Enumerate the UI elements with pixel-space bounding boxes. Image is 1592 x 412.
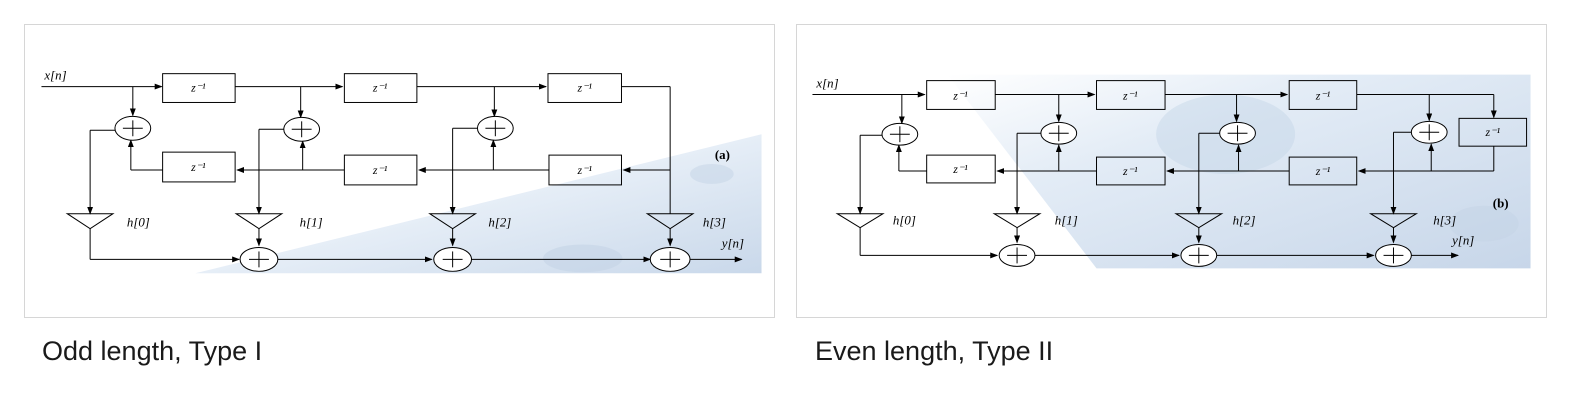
delay-box xyxy=(547,73,622,103)
coefficient-label: h[0] xyxy=(893,213,916,228)
coefficient-label: h[0] xyxy=(127,215,150,230)
caption-odd-length: Odd length, Type I xyxy=(42,336,263,366)
adder xyxy=(1219,121,1256,145)
delay-label: z⁻¹ xyxy=(1485,125,1501,139)
delay-label: z⁻¹ xyxy=(952,88,968,102)
multiplier-h1 xyxy=(992,213,1042,229)
adder xyxy=(283,116,321,142)
diagram-panel-a: z⁻¹ z⁻¹ z⁻¹ z⁻¹ z⁻¹ z⁻¹ x[n] y[n] (a) h[… xyxy=(24,24,775,318)
delay-box xyxy=(162,151,236,183)
fir-diagram-type-i: z⁻¹ z⁻¹ z⁻¹ z⁻¹ z⁻¹ z⁻¹ x[n] y[n] (a) h[… xyxy=(41,68,762,274)
multiplier-h2 xyxy=(1174,213,1224,229)
delay-label: z⁻¹ xyxy=(952,162,968,176)
delay-label: z⁻¹ xyxy=(1315,88,1331,102)
delay-label: z⁻¹ xyxy=(372,81,388,95)
adder xyxy=(114,115,152,141)
adder xyxy=(1180,244,1218,267)
delay-box xyxy=(926,154,996,184)
delay-box xyxy=(1096,80,1166,110)
multiplier-h2 xyxy=(428,213,478,230)
delay-label: z⁻¹ xyxy=(190,160,206,174)
multiplier-h0 xyxy=(835,213,885,229)
adder xyxy=(998,244,1036,267)
adder xyxy=(433,246,473,272)
coefficient-label: h[2] xyxy=(488,215,511,230)
coefficient-label: h[2] xyxy=(1233,213,1256,228)
delay-box xyxy=(1458,117,1528,147)
multiplier-h3 xyxy=(645,213,695,230)
diagram-panel-b: z⁻¹ z⁻¹ z⁻¹ z⁻¹ z⁻¹ z⁻¹ z⁻¹ x[n] y[n] (b… xyxy=(796,24,1547,318)
multiplier-h3 xyxy=(1368,213,1419,229)
fir-diagram-type-ii: z⁻¹ z⁻¹ z⁻¹ z⁻¹ z⁻¹ z⁻¹ z⁻¹ x[n] y[n] (b… xyxy=(812,74,1531,269)
adder xyxy=(649,246,691,272)
diagram-tag: (a) xyxy=(715,147,730,162)
delay-label: z⁻¹ xyxy=(1122,88,1138,102)
delay-box xyxy=(343,73,418,103)
coefficient-label: h[3] xyxy=(703,215,726,230)
delay-box xyxy=(926,80,996,110)
diagram-tag: (b) xyxy=(1493,196,1509,211)
adder xyxy=(1410,120,1448,144)
output-label: y[n] xyxy=(720,235,744,250)
delay-label: z⁻¹ xyxy=(372,163,388,177)
coefficient-label: h[1] xyxy=(1055,213,1078,228)
adder xyxy=(881,122,919,146)
delay-label: z⁻¹ xyxy=(1122,164,1138,178)
multiplier-h1 xyxy=(234,213,284,230)
coefficient-label: h[1] xyxy=(300,215,323,230)
output-label: y[n] xyxy=(1450,232,1474,247)
caption-even-length: Even length, Type II xyxy=(815,336,1054,366)
input-label: x[n] xyxy=(43,68,66,83)
multiplier-h0 xyxy=(65,213,115,230)
adder xyxy=(476,115,514,141)
delay-label: z⁻¹ xyxy=(190,81,206,95)
delay-label: z⁻¹ xyxy=(1315,164,1331,178)
adder xyxy=(239,246,279,272)
delay-label: z⁻¹ xyxy=(576,81,592,95)
delay-label: z⁻¹ xyxy=(576,163,592,177)
coefficient-label: h[3] xyxy=(1433,213,1456,228)
adder xyxy=(1375,244,1412,267)
delay-box xyxy=(162,73,236,103)
adder xyxy=(1040,121,1078,145)
input-label: x[n] xyxy=(815,76,838,91)
